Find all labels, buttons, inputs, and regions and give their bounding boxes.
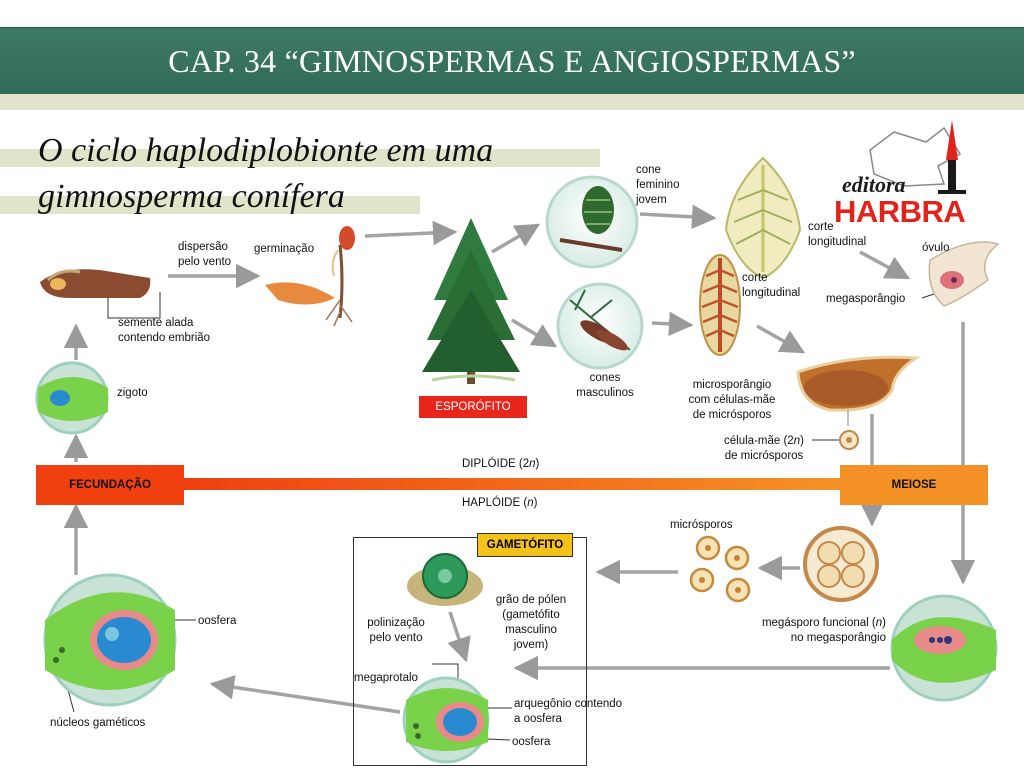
label-dispersao: dispersão pelo vento [178,241,232,268]
arrow-tree-to-female-cone [491,223,541,254]
label-cones-masculinos: cones masculinos [576,372,634,399]
arrow-section-to-ovule [859,250,911,280]
meiose-box: MEIOSE [840,465,988,505]
microsporangium [796,355,921,450]
label-ovulo: óvulo [922,242,950,254]
label-nucleos-gameticos: núcleos gaméticos [50,717,146,729]
fertilization-circle [43,573,177,707]
microspore-tetrad [803,526,879,602]
logo-harbra: HARBRA [834,194,966,229]
logo-map-icon [869,120,966,194]
pointer-semente [107,292,161,319]
arrow-male-cone-to-section [651,311,694,337]
page-title: CAP. 34 “GIMNOSPERMAS E ANGIOSPERMAS” [168,43,856,79]
label-haploide: HAPLÓIDE (n) [462,497,538,509]
title-stripe [0,94,1024,110]
label-megasporangio: megasporângio [826,293,906,305]
ploidy-divider [184,478,840,490]
label-grao-polen: grão de pólen (gametófito masculino jove… [495,594,567,651]
label-microsporangio: microsporângio com células-mãe de micrós… [688,379,776,421]
esporofito-badge: ESPORÓFITO [419,396,527,418]
archegonium-circle [402,676,490,764]
label-corte-2: corte longitudinal [742,272,801,299]
label-corte-1: corte longitudinal [808,221,867,248]
female-cone-circle [545,175,639,269]
pollen-grain [407,553,483,606]
label-polinizacao: polinização pelo vento [367,617,425,644]
arrow-section-to-sporangium [756,324,806,354]
logo-editora: editora [842,172,906,197]
gametofito-badge: GAMETÓFITO [477,533,573,557]
winged-seed [40,269,151,298]
arrow-pollen-down [447,611,471,663]
title-bar: CAP. 34 “GIMNOSPERMAS E ANGIOSPERMAS” [0,27,1024,95]
label-cone-feminino: cone feminino jovem [636,164,680,206]
ovule-drawing [928,241,1000,307]
subtitle-line-2: gimnosperma conífera [38,178,345,215]
label-megaprotalo: megaprotalo [354,672,418,684]
arrow-female-cone-to-section [639,204,717,230]
arrow-germination-to-tree [364,220,458,246]
arrow-tree-to-male-cone [511,318,558,348]
label-microsporos: micrósporos [670,519,733,531]
label-zigoto: zigoto [117,387,148,399]
label-arquegonio: arquegônio contendo a oosfera [514,698,623,725]
subtitle-stripe-2 [0,196,420,214]
label-megasporo: megásporo funcional (n) no megasporângio [761,617,886,644]
subtitle-line-1: O ciclo haplodiplobionte em uma [38,132,494,169]
functional-megaspore-circle [890,594,998,702]
label-diploide: DIPLÓIDE (2n) [462,458,540,470]
label-oosfera-fertilization: oosfera [198,615,237,627]
harbra-logo: editora HARBRA [834,114,994,229]
label-celula-mae: célula-mãe (2n) de micrósporos [724,435,804,462]
male-cone-section [699,254,741,356]
subtitle-stripe-1 [0,149,600,167]
male-cone-circle [556,282,644,370]
zygote-circle [35,361,109,435]
conifer-tree [422,218,520,384]
microspores-group [689,535,751,603]
label-oosfera-archegonium: oosfera [512,736,551,748]
germination-seedling [265,226,355,327]
label-germinacao: germinação [254,243,315,255]
microspore-nuclei [699,545,741,593]
fecundacao-box: FECUNDAÇÃO [36,465,184,505]
label-semente: semente alada contendo embrião [118,317,211,344]
gametofito-frame [353,537,587,766]
female-cone-section [724,156,802,280]
arrow-archegonium-to-fertilization [209,675,401,714]
